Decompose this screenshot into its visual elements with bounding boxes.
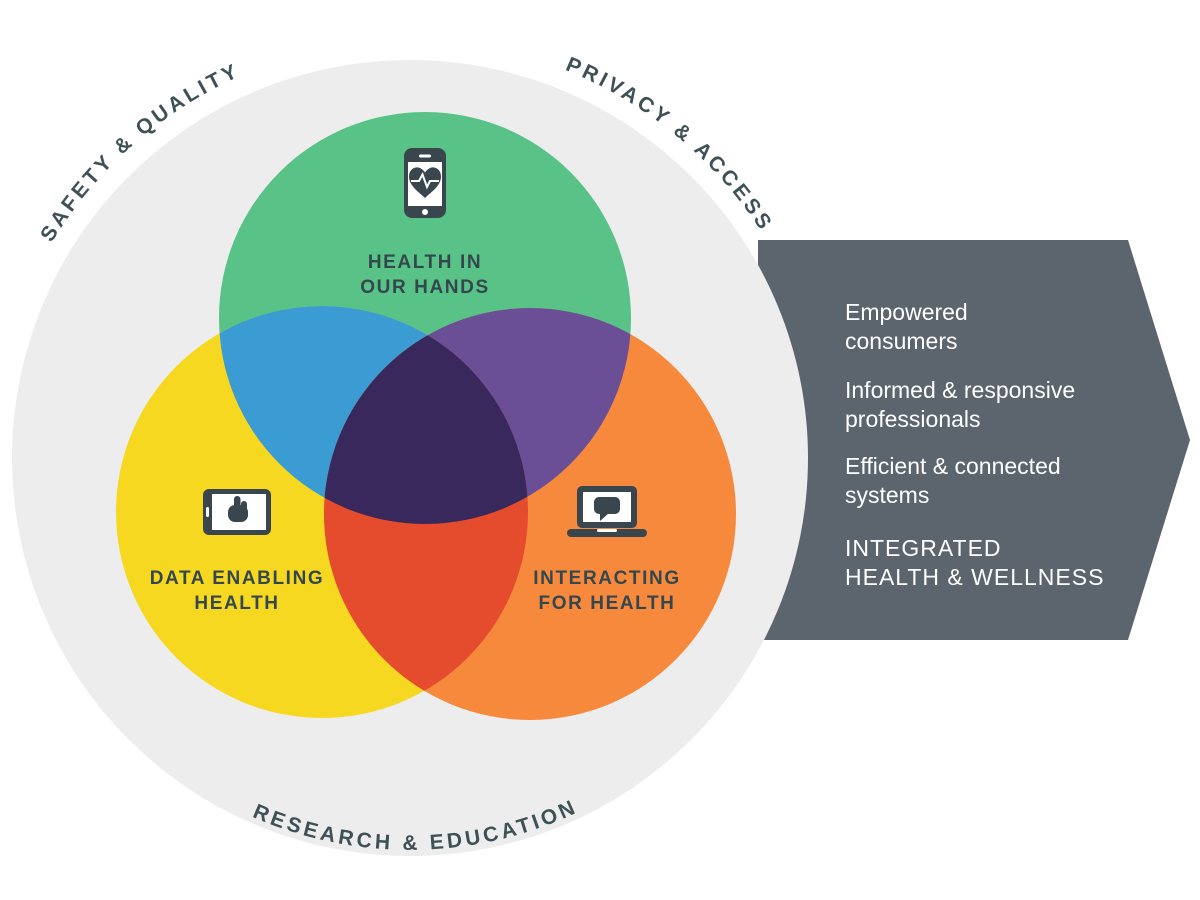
caption-health-in-our-hands: HEALTH IN OUR HANDS [360, 252, 490, 299]
laptop-chat-icon [567, 486, 647, 537]
caption-data-enabling-health: DATA ENABLING HEALTH [149, 568, 325, 615]
caption-interacting-for-health: INTERACTING FOR HEALTH [533, 568, 681, 615]
arrow-item-informed-professionals: Informed & responsive professionals [845, 377, 1076, 433]
outcomes-arrow [758, 240, 1190, 640]
arrow-item-empowered-consumers: Empowered consumers [845, 299, 968, 355]
phone-heart-icon [404, 148, 446, 218]
arrow-item-integrated-health-wellness: INTEGRATED HEALTH & WELLNESS [845, 535, 1105, 591]
tablet-hand-icon [203, 489, 271, 535]
arrow-item-efficient-systems: Efficient & connected systems [845, 453, 1061, 509]
